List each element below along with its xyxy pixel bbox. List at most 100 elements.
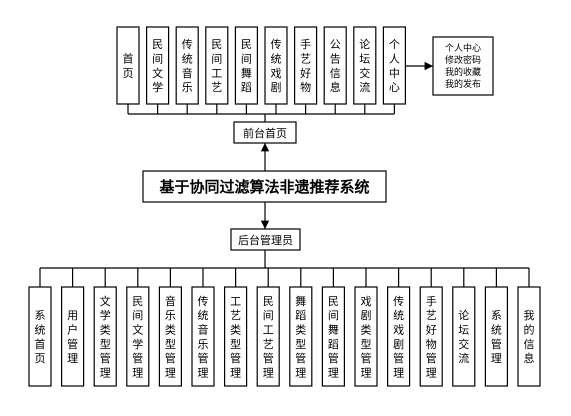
module-label-char: 文	[152, 66, 163, 80]
module-label-char: 管	[491, 337, 502, 351]
module-label-char: 首	[123, 52, 134, 66]
module-label-char: 文	[132, 323, 143, 337]
module-label-char: 统	[271, 53, 282, 66]
module-label-char: 音	[198, 323, 209, 337]
module-label-char: 艺	[426, 309, 437, 322]
personal-center-detail-line: 修改密码	[445, 54, 481, 66]
module-label-char: 民	[263, 295, 274, 308]
module-label-char: 工	[230, 295, 241, 308]
module-label-char: 理	[100, 366, 111, 379]
module-label-char: 管	[393, 351, 404, 365]
module-label-char: 页	[123, 67, 134, 80]
module-label-char: 传	[198, 295, 209, 308]
module-label-char: 流	[458, 351, 469, 365]
module-label-char: 理	[198, 366, 209, 379]
module-label-char: 音	[165, 294, 176, 308]
module-label-char: 传	[271, 38, 282, 51]
module-label-char: 传	[182, 38, 193, 51]
module-label-char: 信	[330, 67, 341, 80]
module-label-char: 理	[132, 366, 143, 379]
module-label-char: 信	[524, 338, 535, 351]
module-label-char: 论	[458, 308, 469, 322]
module-label-char: 民	[132, 295, 143, 308]
module-label-char: 剧	[271, 81, 282, 94]
module-label-char: 管	[165, 351, 176, 365]
module-label-char: 传	[393, 295, 404, 308]
module-label-char: 型	[165, 337, 176, 351]
module-label-char: 工	[211, 67, 222, 80]
personal-center-detail-line: 个人中心	[445, 42, 481, 54]
module-label-char: 统	[35, 324, 46, 337]
module-label-char: 艺	[211, 81, 222, 94]
module-label-char: 好	[300, 66, 311, 80]
admin-hub-label: 后台管理员	[238, 233, 293, 247]
module-label-char: 理	[165, 366, 176, 379]
module-label-char: 理	[328, 366, 339, 379]
module-label-char: 间	[132, 309, 143, 322]
module-label-char: 坛	[359, 53, 370, 66]
module-label-char: 理	[426, 366, 437, 379]
module-label-char: 理	[361, 366, 372, 379]
module-label-char: 管	[100, 351, 111, 365]
module-label-char: 统	[198, 309, 209, 322]
module-label-char: 物	[300, 80, 311, 94]
module-label-char: 页	[35, 352, 46, 365]
module-label-char: 艺	[230, 309, 241, 322]
module-label-char: 个	[389, 38, 400, 51]
admin-hub-box: 后台管理员	[230, 228, 301, 251]
module-label-char: 乐	[182, 81, 193, 94]
module-label-char: 剧	[393, 338, 404, 351]
module-label-char: 统	[182, 53, 193, 66]
module-label-char: 间	[211, 53, 222, 66]
module-label-char: 管	[132, 351, 143, 365]
module-label-char: 乐	[198, 338, 209, 351]
module-label-char: 交	[359, 66, 370, 80]
module-label-char: 民	[211, 38, 222, 51]
module-label-char: 文	[100, 294, 111, 308]
module-label-char: 管	[328, 351, 339, 365]
module-label-char: 管	[426, 351, 437, 365]
module-label-char: 公	[330, 38, 341, 51]
module-label-char: 类	[230, 323, 241, 337]
module-label-char: 管	[198, 351, 209, 365]
module-label-char: 间	[263, 309, 274, 322]
module-label-char: 间	[241, 53, 252, 66]
admin-modules: 系统首页用户管理文学类型管理民间文学管理音乐类型管理传统音乐管理工艺类型管理民间…	[28, 286, 541, 387]
module-label-char: 剧	[361, 309, 372, 322]
module-label-char: 型	[295, 337, 306, 351]
module-label-char: 论	[359, 37, 370, 51]
module-label-char: 流	[359, 80, 370, 94]
module-label-char: 舞	[241, 67, 252, 80]
module-label-char: 管	[361, 351, 372, 365]
module-label-char: 戏	[393, 324, 404, 337]
connectors	[39, 61, 530, 287]
module-label-char: 民	[152, 38, 163, 51]
module-label-char: 蹈	[328, 338, 339, 351]
personal-center-detail-line: 我的发布	[445, 78, 481, 90]
front-module-home: 首页	[116, 26, 140, 105]
module-label-char: 蹈	[295, 309, 306, 322]
module-label-char: 型	[100, 337, 111, 351]
module-label-char: 型	[230, 337, 241, 351]
module-label-char: 舞	[328, 324, 339, 337]
module-label-char: 民	[328, 295, 339, 308]
module-label-char: 类	[165, 323, 176, 337]
module-label-char: 理	[295, 366, 306, 379]
module-label-char: 物	[426, 337, 437, 351]
